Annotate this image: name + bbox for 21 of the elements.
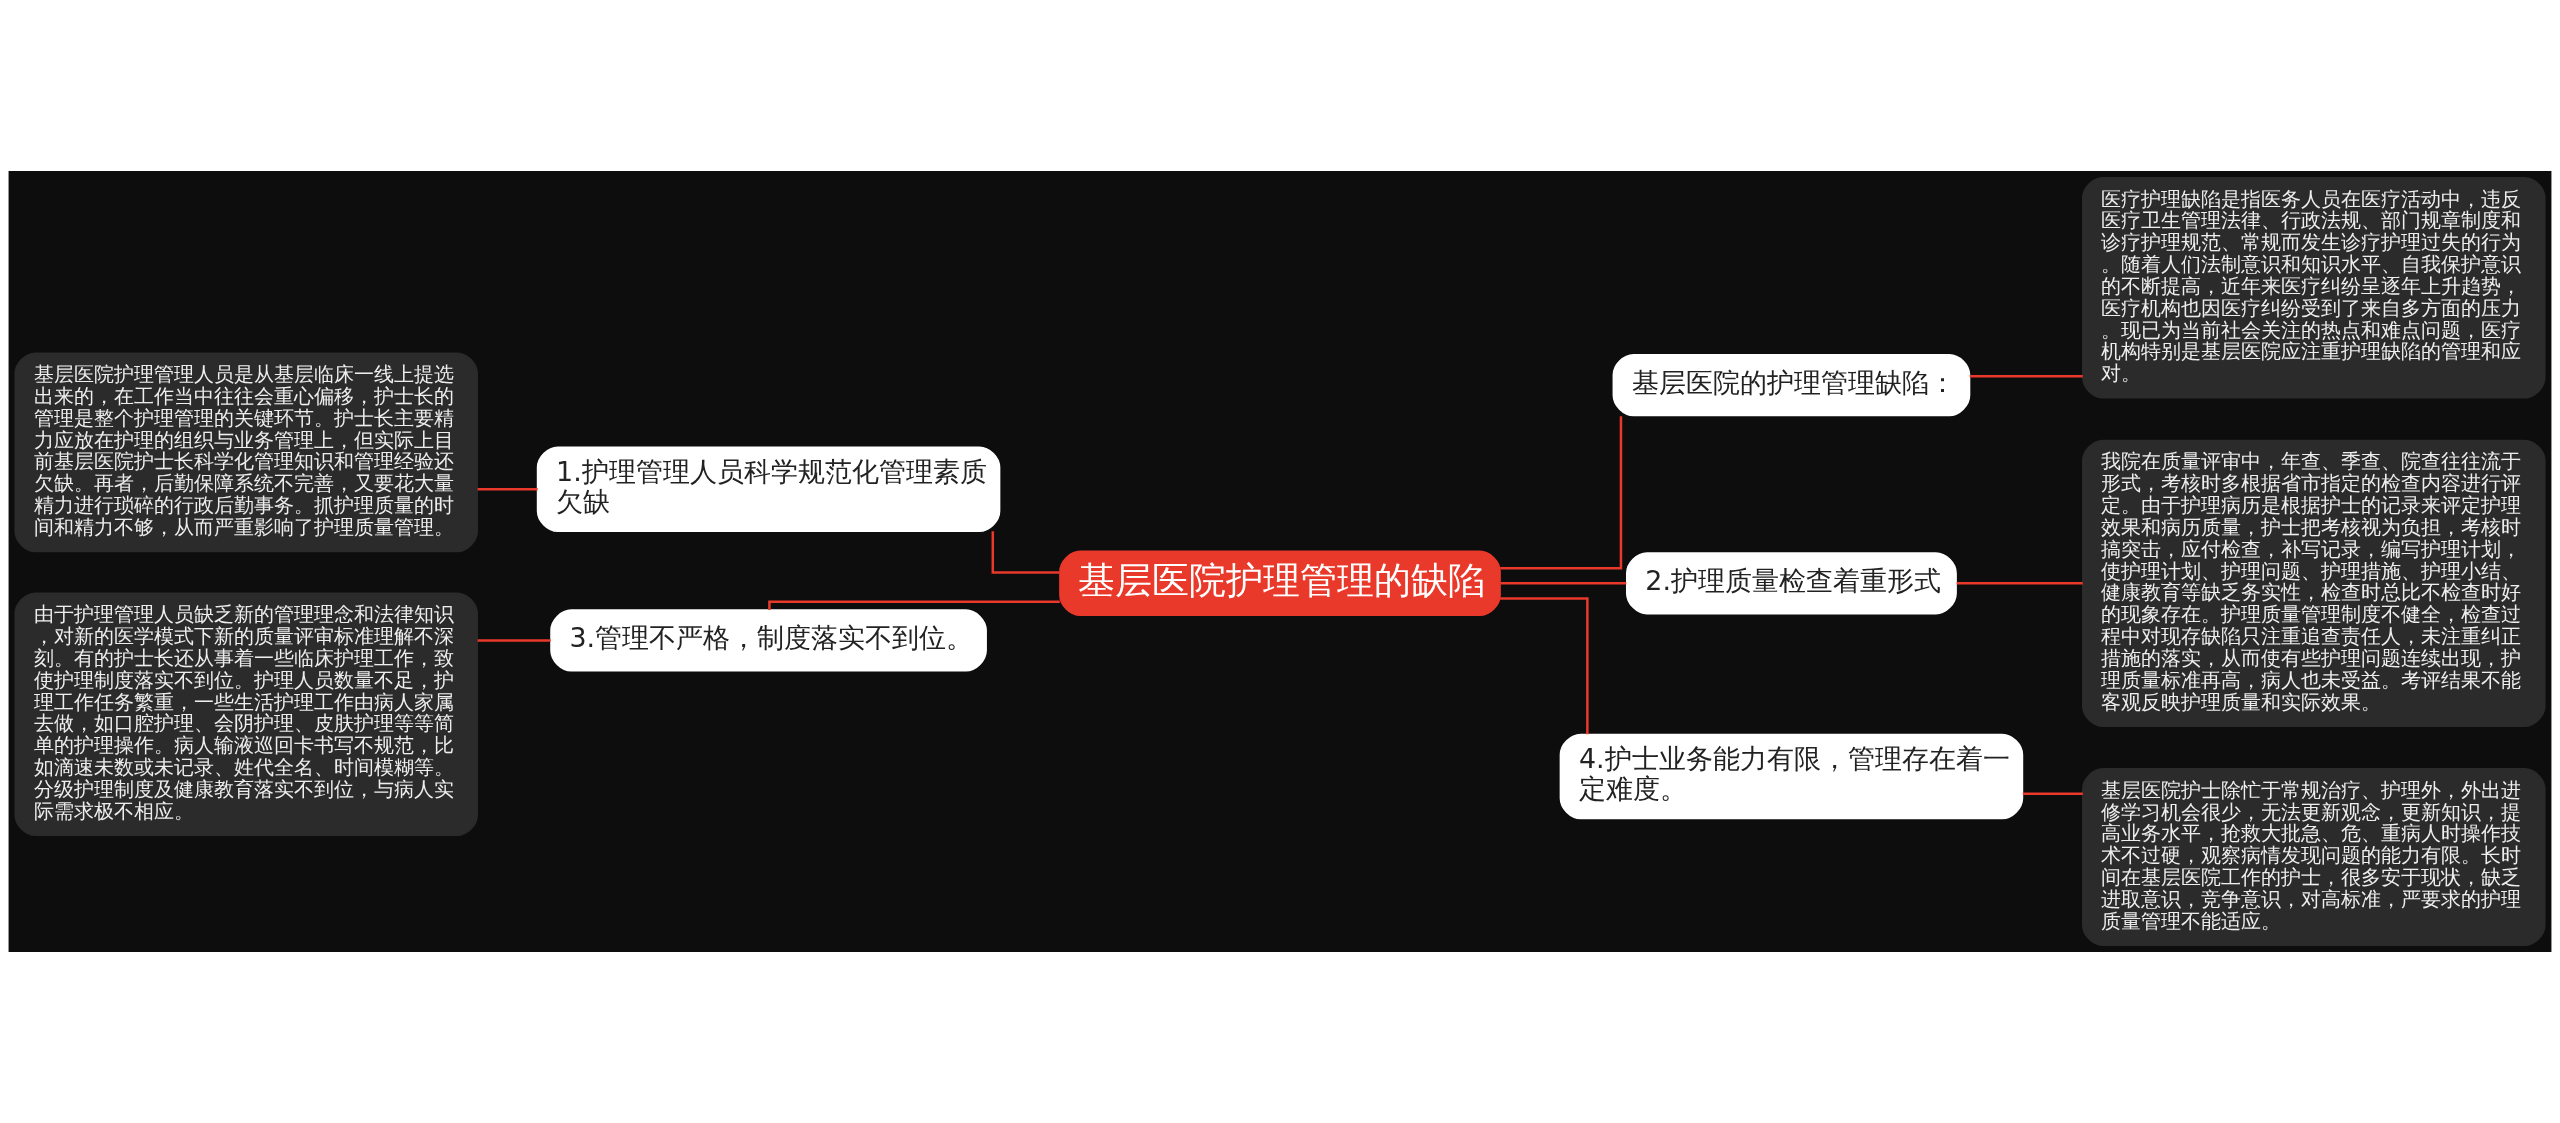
node-box: 4.护士业务能力有限，管理存在着一定难度。 [1559, 733, 2024, 820]
connector [1500, 597, 1589, 735]
node-box: 基层医院护理管理人员是从基层临床一线上提选出来的，在工作当中往往会重心偏移，护士长的管理是整个护理管理的关键环节。护士长主要精力应放在护理的组织与业务管理上，但实际上目前基层医院护士长科学化管理知识和管理经验还欠缺。再者，后勤保障系统不完善，又要花大量精力进行琐碎的行政后勤事务。抓护理质量的时间和精力不够，从而严重影响了护理质量管理。 [14, 352, 478, 553]
node-box: 由于护理管理人员缺乏新的管理理念和法律知识，对新的医学模式下新的质量评审标准理解不深刻。有的护士长还从事着一些临床护理工作，致使护理制度落实不到位。护理人员数量不足，护理工作任务繁重，一些生活护理工作由病人家属去做，如口腔护理、会阴护理、皮肤护理等等简单的护理操作。病人输液巡回卡书写不规范，比如滴速未数或未记录、姓代全名、时间模糊等。分级护理制度及健康教育落实不到位，与病人实际需求极不相应。 [14, 592, 478, 837]
connector [768, 600, 1060, 610]
connector [1500, 582, 1627, 585]
node-box: 1.护理管理人员科学规范化管理素质欠缺 [536, 446, 1001, 533]
connector [2022, 792, 2083, 795]
connector [1956, 582, 2083, 585]
connector [1969, 375, 2083, 378]
node-box: 2.护理质量检查着重形式 [1626, 552, 1957, 615]
node-box: 基层医院护士除忙于常规治疗、护理外，外出进修学习机会很少，无法更新观念，更新知识，提高业务水平，抢救大批急、危、重病人时操作技术不过硬，观察病情发现问题的能力有限。长时间在基层医院工作的护士，很多安于现状，缺乏进取意识，竞争意识，对高标准，严要求的护理质量管理不能适应。 [2082, 768, 2546, 947]
node-box: 医疗护理缺陷是指医务人员在医疗活动中，违反医疗卫生管理法律、行政法规、部门规章制度和诊疗护理规范、常规而发生诊疗护理过失的行为。随着人们法制意识和知识水平、自我保护意识的不断提高，近年来医疗纠纷呈逐年上升趋势，医疗机构也因医疗纠纷受到了来自多方面的压力。现已为当前社会关注的热点和难点问题，医疗机构特别是基层医院应注重护理缺陷的管理和应对。 [2082, 176, 2546, 399]
connector [477, 488, 538, 491]
connector [1500, 416, 1623, 570]
node-box: 基层医院护理管理的缺陷 [1059, 550, 1501, 617]
node-box: 3.管理不严格，制度落实不到位。 [550, 609, 987, 672]
connector [477, 639, 551, 642]
node-box: 基层医院的护理管理缺陷： [1612, 354, 1971, 417]
connector [991, 531, 1060, 574]
node-box: 我院在质量评审中，年查、季查、院查往往流于形式，考核时多根据省市指定的检查内容进行评定。由于护理病历是根据护士的记录来评定护理效果和病历质量，护士把考核视为负担，考核时搞突击，应付检查，补写记录，编写护理计划，使护理计划、护理问题、护理措施、护理小结、健康教育等缺乏务实性，检查时总比不检查时好的现象存在。护理质量管理制度不健全，检查过程中对现存缺陷只注重追查责任人，未注重纠正措施的落实，从而使有些护理问题连续出现，护理质量标准再高，病人也未受益。考评结果不能客观反映护理质量和实际效果。 [2082, 439, 2546, 727]
